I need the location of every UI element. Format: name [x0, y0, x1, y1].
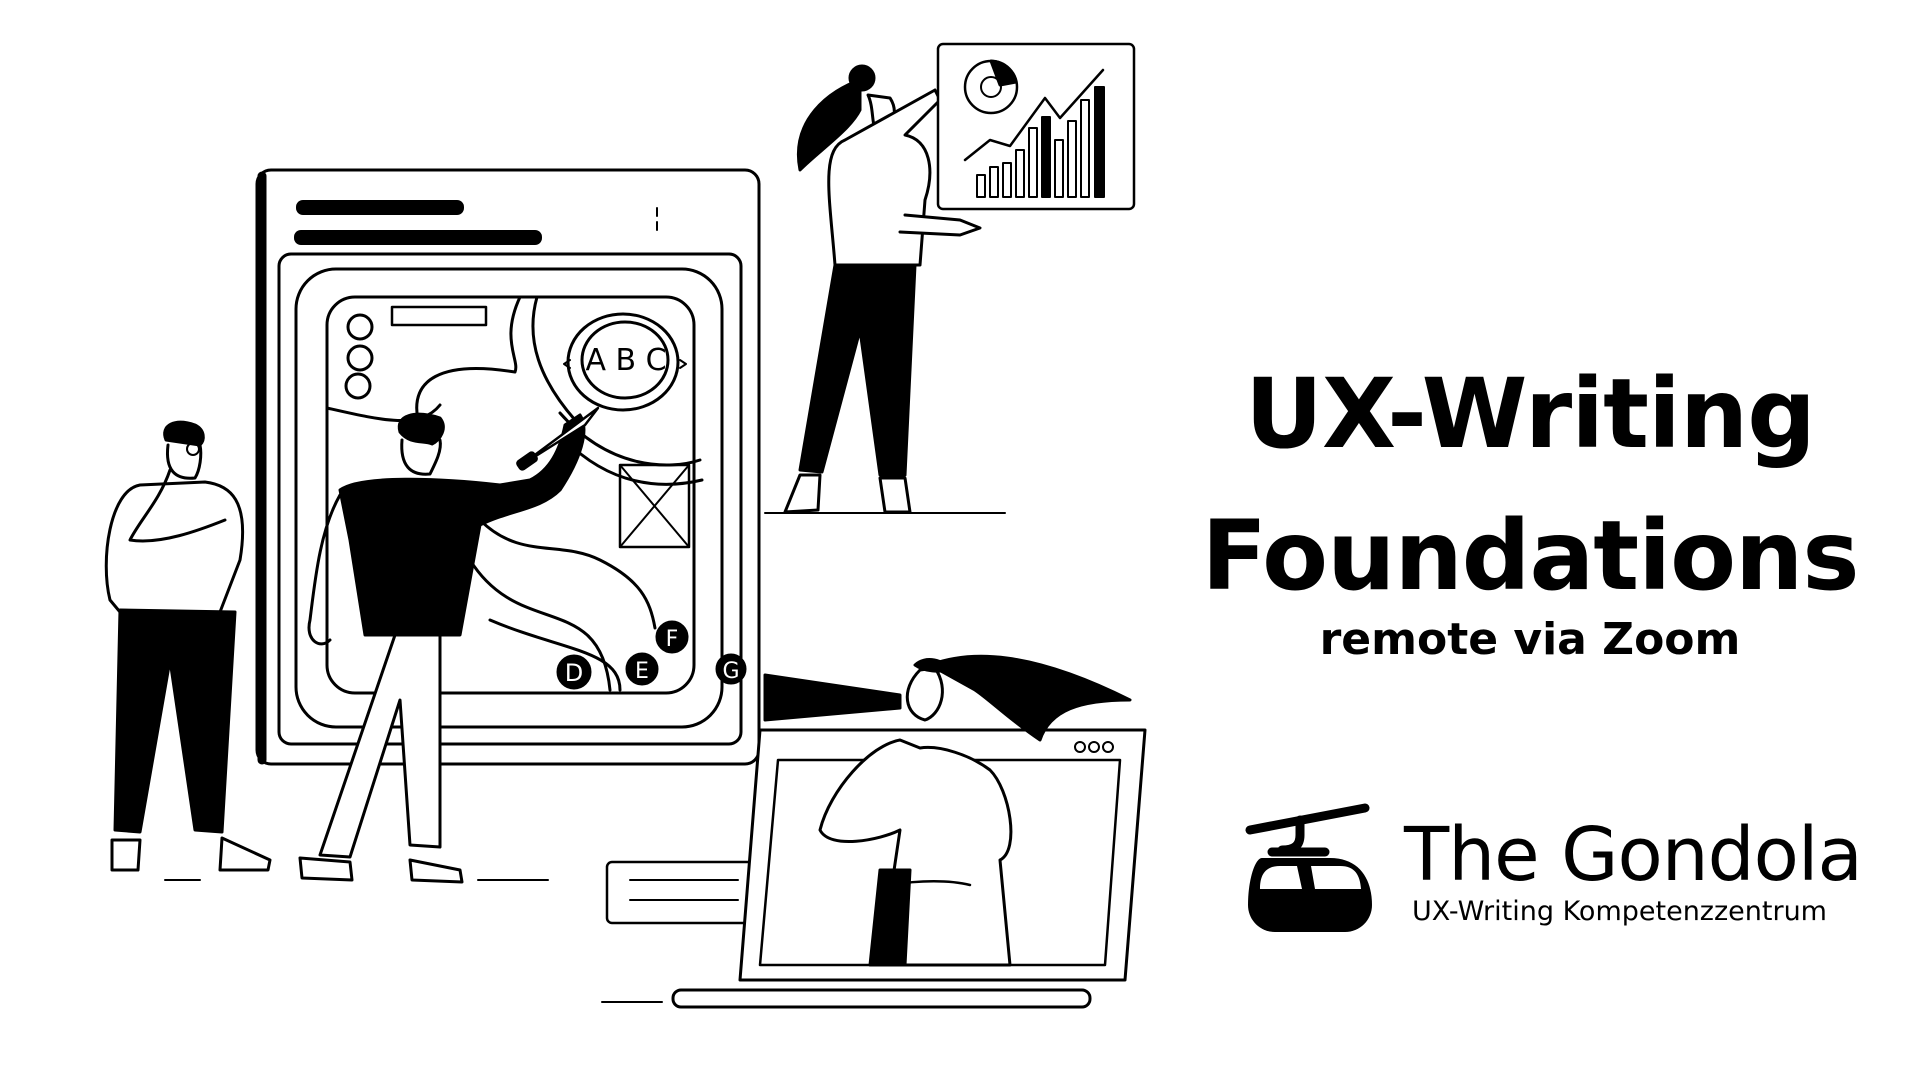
abc-label: A B C	[585, 343, 666, 378]
laptop	[601, 654, 1147, 1009]
headline-subtitle: remote via Zoom	[1319, 614, 1741, 665]
message-box	[605, 860, 759, 925]
chart-board	[936, 42, 1136, 211]
person-pointing	[298, 406, 600, 884]
wireframe-tablet: A B C D E F G	[255, 168, 761, 766]
logo-tagline: UX-Writing Kompetenzzentrum	[1412, 896, 1827, 927]
person-thinking	[104, 420, 549, 881]
marker-g: G	[722, 659, 739, 684]
person-presenting	[764, 64, 1006, 514]
marker-e: E	[635, 659, 649, 684]
gondola-icon	[1245, 803, 1372, 932]
headline-line-2: Foundations	[1201, 500, 1859, 612]
headline-line-1: UX-Writing	[1245, 358, 1816, 470]
logo-name: The Gondola	[1404, 812, 1863, 898]
marker-f: F	[666, 627, 679, 652]
marker-d: D	[565, 659, 583, 687]
